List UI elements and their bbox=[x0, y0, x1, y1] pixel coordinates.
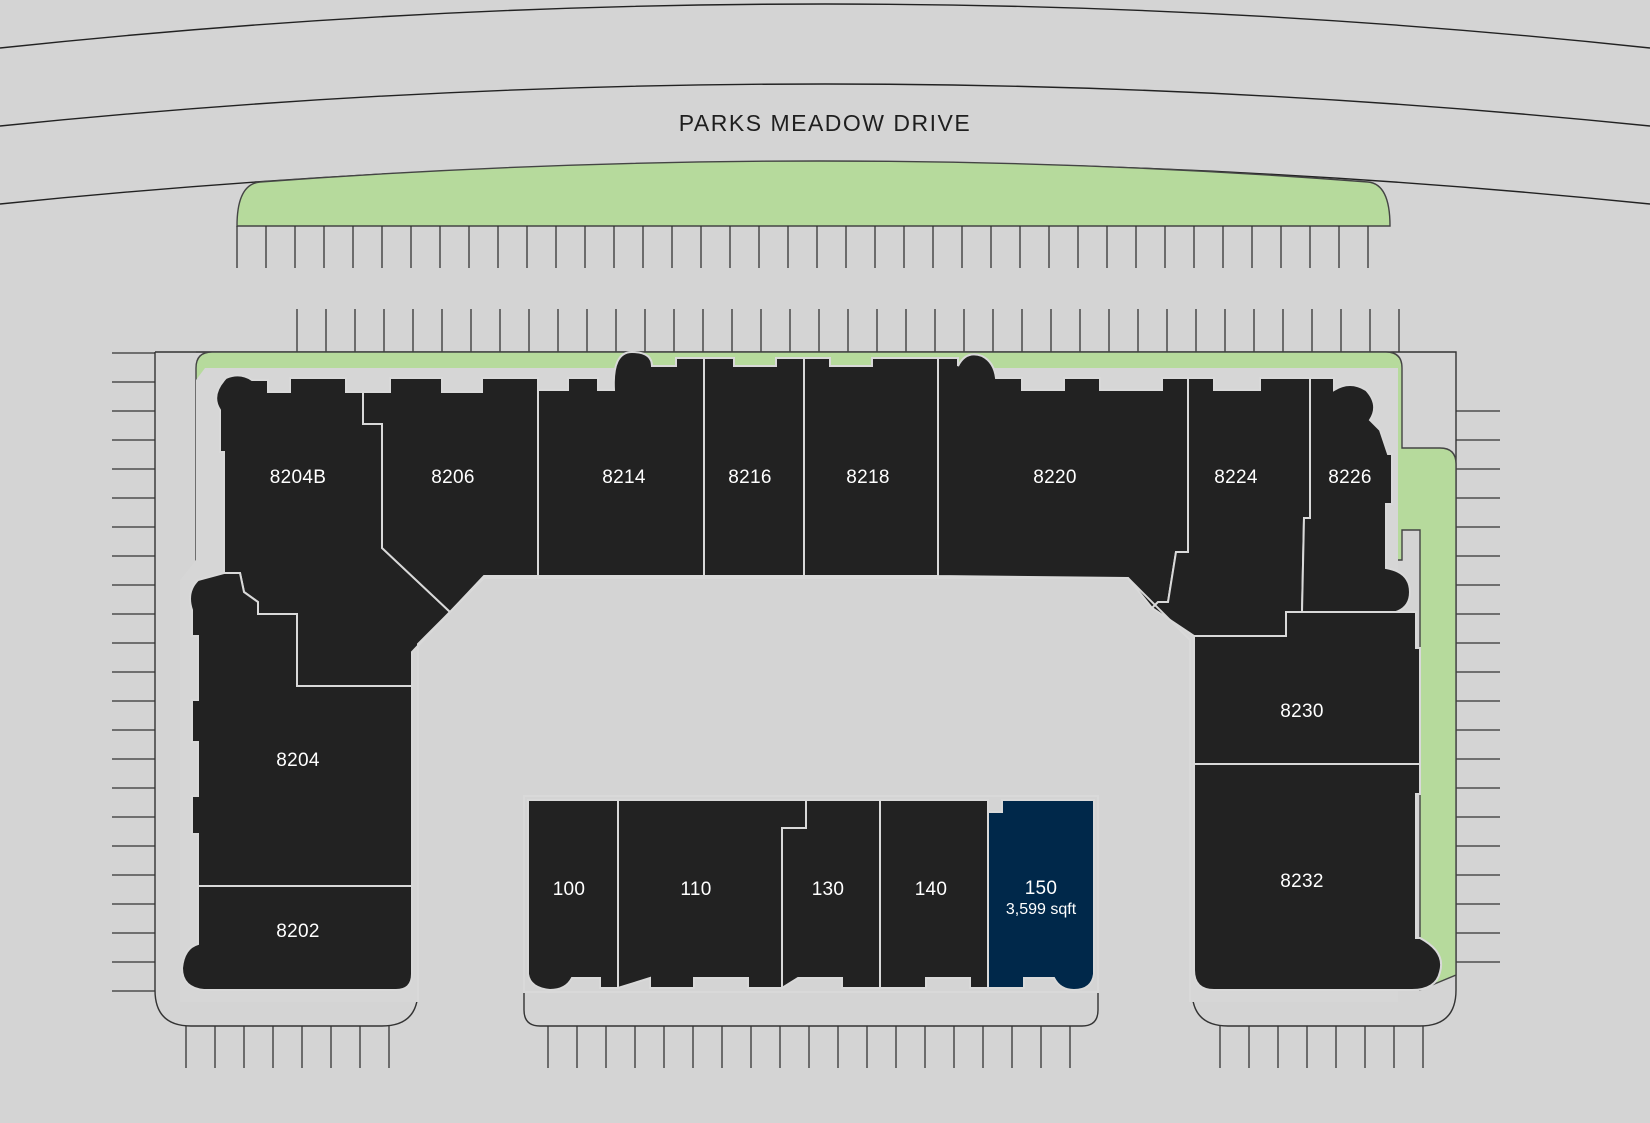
unit-140[interactable] bbox=[879, 799, 989, 989]
unit-8214[interactable] bbox=[537, 350, 705, 577]
unit-100[interactable] bbox=[527, 799, 619, 992]
unit-8206[interactable] bbox=[362, 377, 539, 614]
retail-block-edge bbox=[523, 795, 1099, 993]
unit-110[interactable] bbox=[617, 799, 807, 990]
unit-130[interactable] bbox=[781, 799, 881, 990]
unit-150[interactable] bbox=[987, 799, 1095, 992]
unit-8204B[interactable] bbox=[215, 374, 452, 687]
unit-8216[interactable] bbox=[703, 357, 805, 577]
street-name: PARKS MEADOW DRIVE bbox=[679, 110, 971, 136]
unit-8220[interactable] bbox=[937, 353, 1189, 610]
unit-8232[interactable] bbox=[1193, 763, 1442, 991]
courtyard-edge bbox=[417, 577, 1191, 1002]
parking-stalls bbox=[112, 226, 1500, 1068]
unit-8226[interactable] bbox=[1300, 377, 1412, 616]
unit-8218[interactable] bbox=[803, 357, 939, 577]
unit-8202[interactable] bbox=[180, 885, 413, 991]
landscaping-strip-top bbox=[236, 160, 1391, 227]
unit-8204[interactable] bbox=[189, 572, 413, 887]
units-layer bbox=[180, 350, 1442, 992]
